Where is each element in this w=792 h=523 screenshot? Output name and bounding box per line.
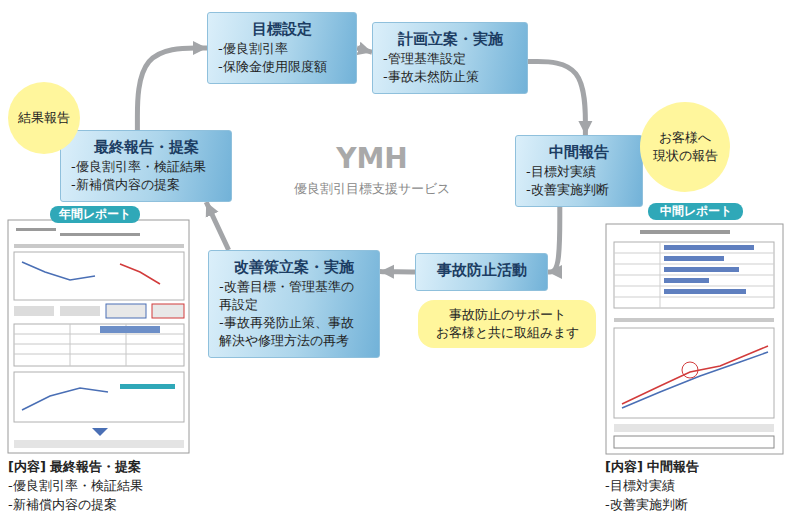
process-box: 目標設定-優良割引率-保険金使用限度額 (207, 12, 357, 84)
annual-report-thumbnail (8, 220, 189, 453)
report-chart (14, 372, 184, 422)
process-box: 事故防止活動 (415, 253, 548, 291)
caption-item: -優良割引率・検証結果 (8, 477, 143, 495)
caption-heading: [内容] 中間報告 (605, 458, 699, 476)
cycle-arrow (548, 207, 560, 272)
interim-report-thumbnail (606, 224, 783, 454)
cycle-arrow (206, 202, 228, 250)
box-heading: 改善策立案・実施 (219, 256, 369, 278)
box-text: -改善実施判断 (526, 181, 632, 199)
box-heading: 計画立案・実施 (383, 28, 517, 50)
cycle-arrow (528, 62, 585, 135)
report-line (14, 244, 184, 248)
box-text: 年間レポート (56, 207, 134, 222)
report-box (614, 436, 774, 448)
box-text: 事故防止のサポート お客様と共に取組みます (428, 306, 586, 342)
box-text: -改善目標・管理基準の 再設定 (219, 278, 369, 314)
box-text: 中間レポート (654, 204, 737, 219)
note-circle: 結果報告 (8, 82, 80, 154)
report-cell (106, 304, 146, 318)
note-circle: お客様へ 現状の報告 (640, 102, 730, 192)
box-heading: 中間報告 (526, 141, 632, 163)
caption-heading: [内容] 最終報告・提案 (8, 458, 141, 476)
box-text: -事故再発防止策、事故 解決や修理方法の再考 (219, 314, 369, 350)
report-line (60, 233, 140, 236)
box-heading: 目標設定 (218, 18, 346, 40)
cycle-arrow (380, 269, 415, 274)
table-grid (14, 324, 184, 366)
report-chart (14, 252, 184, 300)
process-box: 最終報告・提案-優良割引率・検証結果-新補償内容の提案 (60, 130, 232, 202)
table-bar (664, 256, 724, 261)
chart-bar (120, 384, 175, 389)
chart-line (22, 262, 95, 280)
box-text: -優良割引率・検証結果 (71, 158, 221, 176)
report-line (614, 318, 774, 322)
cycle-arrow (137, 48, 207, 130)
report-arrow (92, 428, 108, 436)
table-bar (664, 267, 739, 272)
box-text: -管理基準設定 (383, 50, 517, 68)
caption-item: -改善実施判断 (605, 496, 688, 514)
report-table (614, 242, 774, 308)
table-grid (614, 242, 774, 308)
report-line (14, 440, 184, 448)
report-tag: 中間レポート (648, 203, 743, 220)
box-text: -保険金使用限度額 (218, 58, 346, 76)
service-name: 優良割引目標支援サービス (294, 180, 450, 198)
box-heading: 最終報告・提案 (71, 136, 221, 158)
chart-line (120, 264, 160, 284)
report-table (14, 324, 184, 366)
box-text: お客様へ 現状の報告 (646, 129, 724, 165)
report-line (640, 230, 730, 234)
process-box: 改善策立案・実施-改善目標・管理基準の 再設定-事故再発防止策、事故 解決や修理… (208, 250, 380, 358)
cycle-arrow (357, 48, 372, 52)
caption-item: -目標対実績 (605, 477, 675, 495)
table-bar (664, 278, 709, 283)
chart-line (22, 388, 108, 410)
report-chart (614, 328, 774, 418)
box-text: -目標対実績 (526, 163, 632, 181)
box-heading: 事故防止活動 (426, 259, 537, 281)
report-cell (14, 306, 54, 316)
process-box: 計画立案・実施-管理基準設定-事故未然防止策 (372, 22, 528, 94)
report-page (8, 220, 189, 453)
report-cell (152, 304, 184, 318)
table-bar (664, 245, 754, 250)
chart-line (622, 346, 768, 404)
table-bar (100, 326, 160, 333)
chart-mark (682, 362, 698, 378)
box-text: -事故未然防止策 (383, 68, 517, 86)
process-box: 中間報告-目標対実績-改善実施判断 (515, 135, 643, 207)
report-tag: 年間レポート (50, 206, 140, 223)
box-text: 結果報告 (18, 109, 70, 127)
report-page (606, 224, 783, 454)
table-bar (664, 289, 746, 294)
report-cell (60, 306, 100, 316)
report-line (614, 424, 774, 432)
chart-line (622, 352, 768, 408)
note-callout: 事故防止のサポート お客様と共に取組みます (418, 300, 596, 348)
report-line (16, 228, 56, 231)
service-logo: YMH (336, 142, 408, 175)
caption-item: -新補償内容の提案 (8, 496, 117, 514)
box-text: -新補償内容の提案 (71, 176, 221, 194)
box-text: -優良割引率 (218, 40, 346, 58)
